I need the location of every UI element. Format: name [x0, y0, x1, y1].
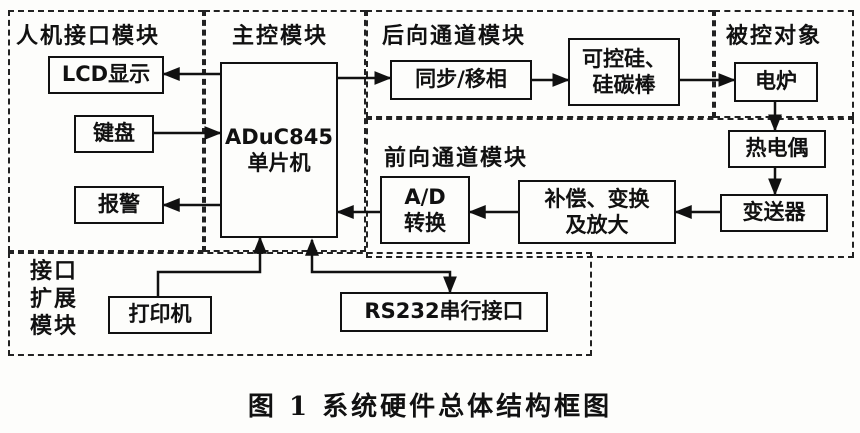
- transmitter-block: 变送器: [720, 194, 828, 232]
- wire-mcu-rs232: [305, 238, 457, 294]
- compensation-line-2: 及放大: [565, 213, 629, 237]
- interface-title-line-1: 接口: [30, 259, 79, 284]
- scr-line-1: 可控硅、: [582, 46, 666, 71]
- interface-module-region: [8, 252, 592, 356]
- backward-module-region: [366, 10, 714, 118]
- controlled-object-region: [714, 10, 854, 118]
- forward-module-region: [366, 118, 854, 258]
- forward-module-title: 前向通道模块: [384, 146, 529, 171]
- figure-caption: 图 1 系统硬件总体结构框图: [247, 392, 613, 422]
- interface-module-title: 接口 扩展 模块: [30, 258, 78, 341]
- main-module-title: 主控模块: [232, 24, 329, 49]
- alarm-block: 报警: [74, 186, 164, 224]
- compensation-block: 补偿、变换 及放大: [518, 180, 676, 244]
- controlled-object-title: 被控对象: [726, 24, 823, 49]
- printer-block: 打印机: [108, 296, 212, 334]
- ad-line-2: 转换: [404, 211, 446, 235]
- sync-phase-block: 同步/移相: [390, 60, 532, 100]
- backward-module-title: 后向通道模块: [382, 24, 527, 49]
- mcu-block: ADuC845 单片机: [220, 62, 338, 238]
- scr-block: 可控硅、 硅碳棒: [568, 38, 680, 106]
- rs232-interface-block: RS232串行接口: [340, 292, 548, 332]
- mcu-model-label: ADuC845: [225, 124, 333, 149]
- interface-title-line-3: 模块: [30, 314, 79, 339]
- mcu-type-label: 单片机: [247, 151, 311, 175]
- wire-printer-mcu: [156, 236, 267, 296]
- furnace-block: 电炉: [734, 62, 818, 102]
- lcd-display-block: LCD显示: [48, 56, 164, 94]
- ad-line-1: A/D: [404, 184, 446, 209]
- thermocouple-block: 热电偶: [728, 130, 826, 168]
- hmi-module-title: 人机接口模块: [16, 24, 161, 49]
- ad-converter-block: A/D 转换: [380, 176, 470, 244]
- scr-line-2: 硅碳棒: [592, 73, 656, 97]
- keyboard-block: 键盘: [74, 115, 154, 153]
- compensation-line-1: 补偿、变换: [544, 186, 650, 211]
- hmi-module-region: [8, 10, 204, 252]
- interface-title-line-2: 扩展: [30, 286, 79, 312]
